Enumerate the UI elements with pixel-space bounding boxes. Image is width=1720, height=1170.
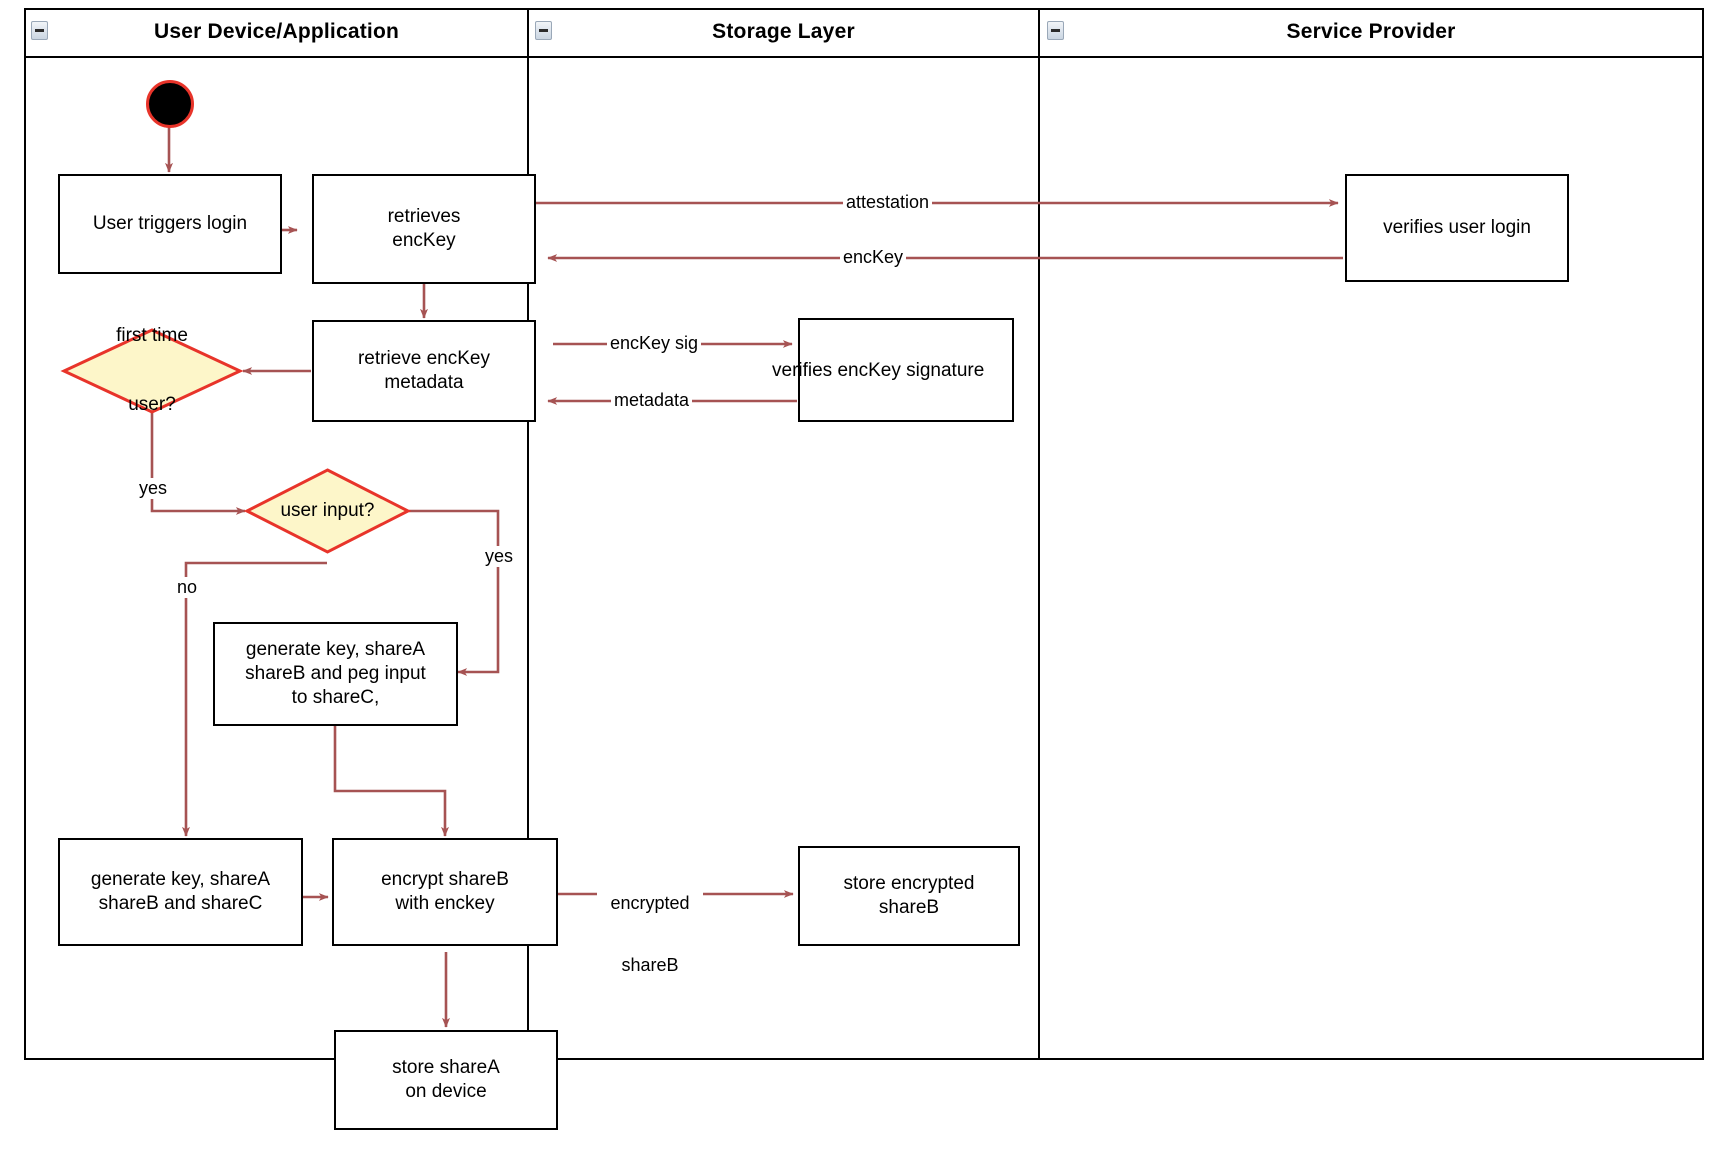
lane-header-storage[interactable]: Storage Layer (527, 8, 1040, 58)
action-label-line: generate key, shareA (90, 869, 271, 891)
action-label-line: verifies user login (1383, 217, 1531, 239)
initial-node (146, 80, 194, 128)
edge-label-metadata: metadata (611, 390, 693, 411)
lane-header-service-provider[interactable]: Service Provider (1038, 8, 1704, 58)
action-generate-key-shares[interactable]: generate key, shareA shareB and shareC (58, 838, 303, 946)
edge-label-attestation: attestation (843, 192, 933, 213)
action-user-triggers-login[interactable]: User triggers login (58, 174, 282, 274)
action-label-line: retrieve encKey (357, 348, 490, 370)
edge-label-first-time-yes: yes (136, 478, 171, 499)
collapse-minus-icon[interactable] (31, 21, 48, 40)
action-label-line: encrypt shareB (381, 869, 509, 891)
decision-user-input[interactable]: user input? (243, 468, 412, 554)
lane-divider-2 (1038, 8, 1040, 1060)
decision-shape (60, 328, 244, 414)
swimlane-frame (24, 8, 1704, 1060)
edge-label-encrypted-shareb: encrypted shareB (597, 852, 703, 1018)
action-label-line: on device (405, 1081, 487, 1102)
action-label-line: shareB and peg input (245, 663, 426, 685)
action-retrieves-enckey[interactable]: retrieves encKey (312, 174, 536, 284)
lane-header-user-device[interactable]: User Device/Application (24, 8, 529, 58)
lane-title-storage: Storage Layer (712, 20, 855, 43)
action-label-line: to shareC, (291, 686, 380, 708)
action-verifies-enckey-signature[interactable] (798, 318, 1014, 422)
action-label-line: shareB and shareC (98, 893, 263, 914)
action-label-line: retrieves (387, 206, 461, 228)
lane-divider-1 (527, 8, 529, 1060)
action-verifies-enckey-signature-label: verifies encKey signature (772, 360, 985, 381)
edge-label-line: shareB (621, 955, 679, 976)
action-store-sharea-on-device[interactable]: store shareA on device (334, 1030, 558, 1130)
action-label-line: store encrypted (843, 873, 975, 895)
collapse-minus-icon[interactable] (535, 21, 552, 40)
action-label-line: metadata (384, 372, 464, 393)
action-label-line: generate key, shareA (245, 639, 426, 661)
decision-shape (243, 468, 412, 554)
action-encrypt-shareb[interactable]: encrypt shareB with enckey (332, 838, 558, 946)
action-verifies-user-login[interactable]: verifies user login (1345, 174, 1569, 282)
edge-label-user-input-yes: yes (482, 546, 517, 567)
action-store-encrypted-shareb[interactable]: store encrypted shareB (798, 846, 1020, 946)
lane-title-service-provider: Service Provider (1286, 20, 1456, 43)
edge-label-line: encrypted (610, 893, 690, 914)
edge-label-user-input-no: no (174, 577, 201, 598)
action-label-line: store shareA (392, 1057, 500, 1079)
collapse-minus-icon[interactable] (1047, 21, 1064, 40)
action-label-line: with enckey (395, 893, 495, 914)
action-label-line: User triggers login (92, 213, 248, 235)
action-label-line: shareB (878, 897, 940, 918)
edge-label-enckey-sig: encKey sig (607, 333, 702, 354)
action-generate-key-peg-input[interactable]: generate key, shareA shareB and peg inpu… (213, 622, 458, 726)
action-retrieve-enckey-metadata[interactable]: retrieve encKey metadata (312, 320, 536, 422)
decision-first-time-user[interactable]: first time user? (60, 325, 244, 415)
lane-title-user-device: User Device/Application (153, 20, 399, 43)
edge-label-enckey: encKey (840, 247, 907, 268)
action-label-line: encKey (392, 230, 456, 251)
